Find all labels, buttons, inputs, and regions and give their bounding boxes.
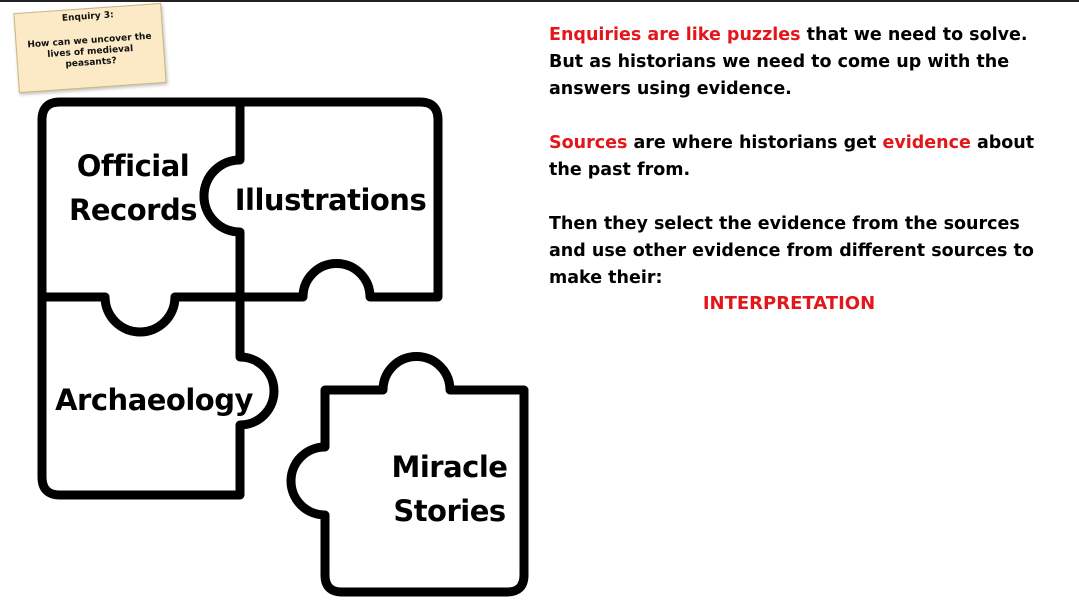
sources-text-end: about the past from. — [549, 133, 1035, 180]
top-border — [0, 0, 1079, 2]
puzzle-piece-miracle-stories — [286, 352, 529, 597]
records-label-line: Records — [69, 193, 197, 227]
paragraph-select: Then they select the evidence from the s… — [549, 214, 1034, 288]
sources-highlight: Sources — [549, 133, 628, 153]
illustrations-label: Illustrations — [234, 183, 427, 217]
enquiries-text: that we need to solve. But as historians… — [549, 25, 1028, 99]
miracle-stories-label: Miracle Stories — [372, 445, 527, 533]
paragraph-enquiries: Enquiries are like puzzles that we need … — [549, 22, 1049, 103]
sources-text-mid: are where historians get — [627, 133, 883, 153]
enquiries-highlight: Enquiries are like puzzles — [549, 25, 801, 45]
puzzle-diagram — [37, 97, 529, 597]
stories-label-line: Stories — [393, 494, 506, 528]
evidence-highlight: evidence — [882, 133, 971, 153]
interpretation-heading: INTERPRETATION — [702, 293, 876, 314]
puzzle-piece-illustrations — [199, 97, 443, 302]
puzzle-piece-archaeology — [37, 292, 279, 500]
official-records-label: Official Records — [48, 144, 218, 232]
official-label-line: Official — [76, 149, 190, 183]
miracle-label-line: Miracle — [391, 450, 508, 484]
archaeology-label: Archaeology — [55, 383, 253, 417]
paragraph-sources: Sources are where historians get evidenc… — [549, 130, 1049, 184]
explanation-text: Enquiries are like puzzles that we need … — [549, 22, 1049, 319]
